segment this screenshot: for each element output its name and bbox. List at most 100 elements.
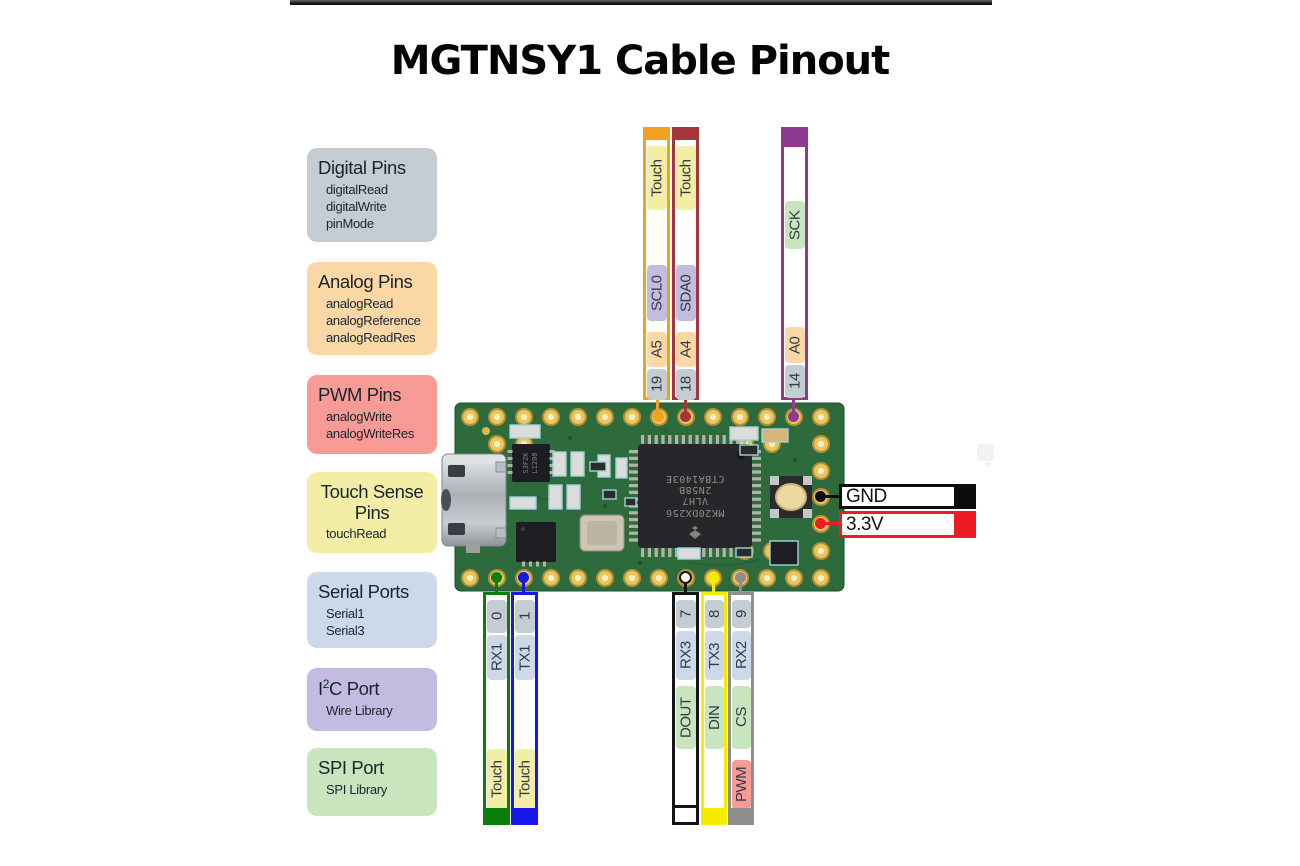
cable-label-18: 18: [675, 369, 696, 400]
cable-cap: [728, 808, 754, 825]
artifact-tail: [985, 461, 992, 467]
mcu-chip: MK20DX256 VLH7 2N58B CTBA1403E: [629, 435, 761, 557]
legend-item: digitalWrite: [326, 199, 387, 214]
cable-label-a0: A0: [784, 327, 805, 363]
cable-pin-14: SCK A0 14: [781, 127, 808, 400]
pin-dot-7: [679, 571, 692, 584]
teensy-board-photo: S3F2K L1208 MK20DX256: [441, 402, 845, 592]
cable-cap: [954, 484, 976, 509]
cable-label-rx2: RX2: [731, 631, 751, 680]
page-title: MGTNSY1 Cable Pinout: [390, 38, 891, 84]
legend-spi-port: SPI Port SPI Library: [307, 748, 437, 816]
pin-dot-1: [518, 572, 529, 583]
legend-digital-pins: Digital Pins digitalRead digitalWrite pi…: [307, 148, 437, 242]
cable-cap: [511, 808, 538, 825]
legend-title: PWM Pins: [318, 384, 402, 405]
cable-gnd: GND: [839, 484, 976, 509]
small-chip-marking: S3F2K: [522, 452, 530, 474]
chip-marking: MK20DX256: [666, 507, 725, 518]
legend-item: pinMode: [326, 216, 374, 231]
legend-i2c-port: I2C Port Wire Library: [307, 668, 437, 731]
cable-cap: [701, 808, 727, 825]
legend-item: Serial1: [326, 606, 365, 621]
legend-item: analogWriteRes: [326, 426, 415, 441]
cable-label-cs: CS: [731, 686, 751, 749]
legend-item: analogReadRes: [326, 330, 416, 345]
top-rule-bar: [290, 0, 992, 5]
cable-cap: [643, 127, 670, 140]
artifact-square: [977, 444, 994, 461]
cable-label-rx1: RX1: [486, 635, 507, 680]
legend-item: analogReference: [326, 313, 421, 328]
cable-stem: [792, 398, 795, 414]
legend-pwm-pins: PWM Pins analogWrite analogWriteRes: [307, 375, 437, 454]
cable-cap: [672, 805, 699, 825]
cable-label-1: 1: [514, 600, 535, 633]
cable-stem: [522, 580, 525, 594]
cable-label-rx3: RX3: [675, 631, 696, 680]
legend-title: Serial Ports: [318, 581, 409, 602]
cable-cap: [483, 808, 510, 825]
chip-marking: CTBA1403E: [666, 473, 725, 484]
small-chip: S3F2K L1208: [507, 444, 555, 482]
cable-stem: [712, 580, 715, 594]
chip-marking: 2N58B: [679, 484, 712, 495]
legend-title: Digital Pins: [318, 157, 406, 178]
cable-cap: [672, 127, 699, 140]
cable-label-scl0: SCL0: [646, 265, 667, 321]
legend-title: SPI Port: [318, 757, 384, 778]
cable-label-tx3: TX3: [704, 631, 724, 680]
pin-dot-19: [653, 411, 664, 422]
mini54-chip: [516, 522, 556, 567]
cable-label-sck: SCK: [784, 201, 805, 249]
pin-dot-9: [735, 572, 746, 583]
cable-pin-8: 8 TX3 DIN: [701, 592, 727, 825]
cable-label-pwm: PWM: [731, 760, 751, 809]
cable-pin-18: Touch SDA0 A4 18: [672, 127, 699, 400]
cable-stem: [826, 522, 840, 525]
cable-label-dout: DOUT: [675, 686, 696, 749]
legend-title: I2C Port: [307, 668, 437, 702]
cable-label-sda0: SDA0: [675, 265, 696, 321]
legend-item: digitalRead: [326, 182, 388, 197]
cable-pin-0: 0 RX1 Touch: [483, 592, 510, 825]
cable-cap: [954, 511, 976, 538]
chip-logo: [689, 526, 701, 539]
pin-dot-18: [680, 411, 691, 422]
cable-cap: [781, 127, 808, 147]
small-chip-marking: L1208: [531, 452, 539, 473]
gnd-label: GND: [846, 485, 887, 507]
passive-components: [509, 424, 799, 566]
legend-item: touchRead: [326, 526, 387, 541]
pin-dot-gnd: [815, 491, 826, 502]
cable-label-19: 19: [646, 369, 667, 400]
cable-label-a5: A5: [646, 332, 667, 367]
cable-label-touch: Touch: [675, 146, 696, 210]
legend-item: SPI Library: [326, 782, 388, 797]
pin-dot-3v3: [815, 518, 826, 529]
cable-label-din: DIN: [704, 686, 724, 749]
pin-dot-0: [491, 572, 502, 583]
cable-label-7: 7: [675, 600, 696, 628]
cable-pin-7: 7 RX3 DOUT: [672, 592, 699, 825]
legend-title: Touch Sense Pins: [320, 481, 424, 523]
3v3-label: 3.3V: [846, 513, 884, 535]
cable-stem: [495, 580, 498, 594]
legend-item: analogWrite: [326, 409, 392, 424]
cable-label-8: 8: [704, 600, 724, 628]
cable-label-tx1: TX1: [514, 635, 535, 680]
reset-button: [770, 476, 812, 518]
legend-item: Serial3: [326, 623, 365, 638]
cable-stem: [684, 580, 687, 594]
cable-label-touch: Touch: [486, 749, 507, 810]
cable-pin-19: Touch SCL0 A5 19: [643, 127, 670, 400]
i2c-sup: 2: [322, 677, 330, 691]
legend-serial-ports: Serial Ports Serial1 Serial3: [307, 572, 437, 648]
i2c-pre: I: [318, 678, 323, 700]
cable-stem: [656, 398, 659, 414]
cable-pin-9: 9 RX2 CS PWM: [728, 592, 754, 825]
usb-connector: [441, 453, 507, 553]
cable-label-0: 0: [486, 600, 507, 633]
pin-dot-8: [708, 572, 719, 583]
